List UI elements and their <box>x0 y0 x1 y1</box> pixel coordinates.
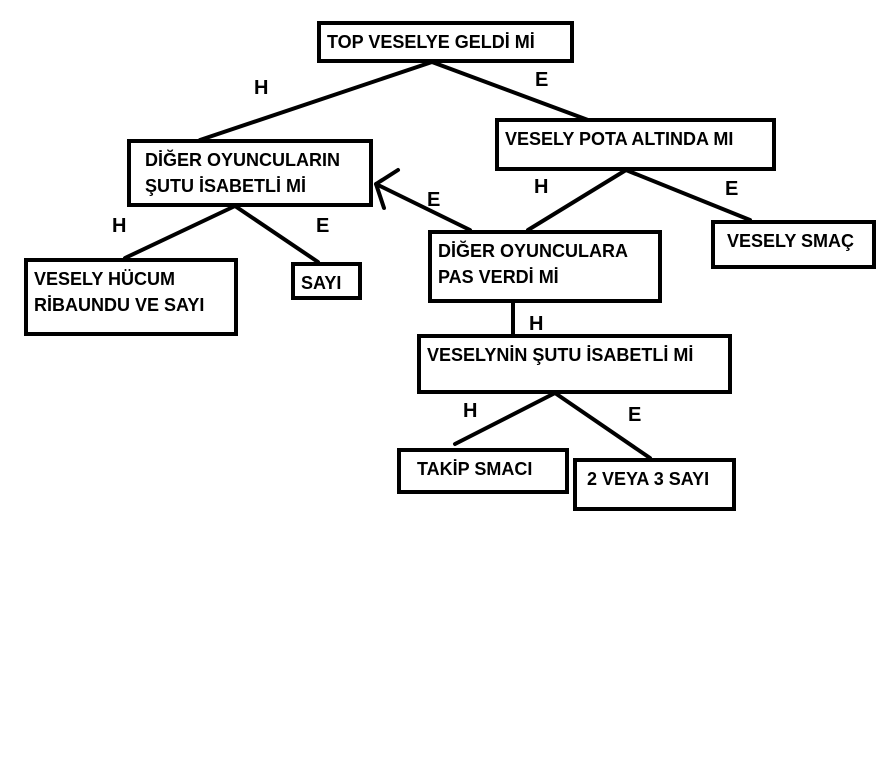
node-pass-question: DİĞER OYUNCULARA PAS VERDİ Mİ <box>428 230 662 303</box>
edge-root-to-other-shot <box>198 60 434 142</box>
edge-own-shot-to-follow <box>453 391 557 446</box>
label-pass-yes: E <box>427 189 441 211</box>
label-other-no: H <box>112 215 127 237</box>
edge-other-shot-to-rebound <box>123 204 237 260</box>
edge-pota-to-pass <box>526 168 628 232</box>
node-rebound-result: VESELY HÜCUM RİBAUNDU VE SAYI <box>24 258 238 336</box>
edge-root-to-pota <box>430 60 590 122</box>
node-points-result: 2 VEYA 3 SAYI <box>573 458 736 511</box>
label-root-no: H <box>254 77 269 99</box>
label-own-no: H <box>463 400 478 422</box>
edge-other-shot-to-sayi <box>233 204 320 264</box>
edge-pass-to-other-shot <box>374 182 472 232</box>
node-other-shot-question: DİĞER OYUNCULARIN ŞUTU İSABETLİ Mİ <box>127 139 373 207</box>
node-own-shot-question: VESELYNİN ŞUTU İSABETLİ Mİ <box>417 334 732 394</box>
node-follow-result: TAKİP SMACI <box>397 448 569 494</box>
label-pota-no: H <box>534 176 549 198</box>
arrowhead-other-shot <box>374 168 400 210</box>
node-sayi-result: SAYI <box>291 262 362 300</box>
node-smac-result: VESELY SMAÇ <box>711 220 876 269</box>
label-pota-yes: E <box>725 178 739 200</box>
label-other-yes: E <box>316 215 330 237</box>
label-pass-no: H <box>529 313 544 335</box>
edge-own-shot-to-points <box>553 391 652 460</box>
label-root-yes: E <box>535 69 549 91</box>
edge-pota-to-smac <box>624 168 752 222</box>
node-root-question: TOP VESELYE GELDİ Mİ <box>317 21 574 63</box>
label-own-yes: E <box>628 404 642 426</box>
node-pota-question: VESELY POTA ALTINDA MI <box>495 118 776 171</box>
